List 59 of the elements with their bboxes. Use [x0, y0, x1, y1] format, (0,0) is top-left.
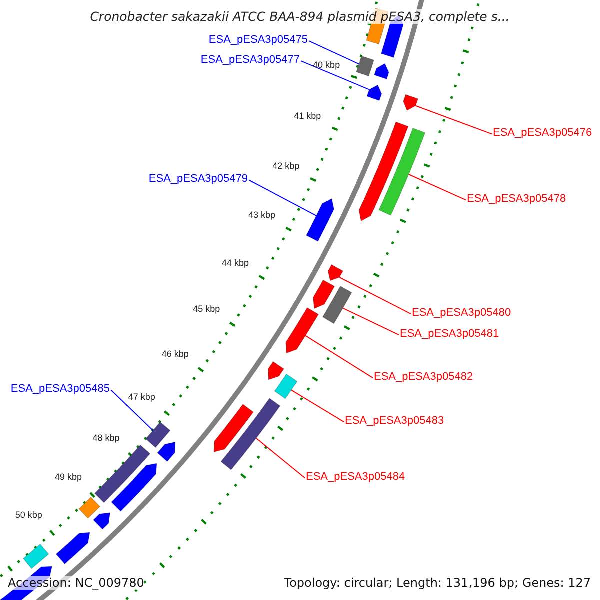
gene-segment — [286, 308, 319, 354]
gene-segment — [313, 280, 335, 310]
gene-label: ESA_pESA3p05481 — [400, 328, 500, 341]
genome-summary: Topology: circular; Length: 131,196 bp; Genes: 127 — [284, 576, 591, 590]
scale-label: 44 kbp — [222, 258, 250, 270]
gene-segment — [111, 463, 158, 512]
scale-label: 46 kbp — [162, 348, 189, 360]
leader-line — [248, 180, 317, 216]
scale-label: 50 kbp — [15, 510, 42, 521]
gene-segment — [306, 198, 334, 242]
gene-segment — [23, 544, 50, 570]
scale-label: 49 kbp — [55, 472, 82, 484]
gene-label: ESA_pESA3p05478 — [467, 193, 566, 206]
accession-note: Accession: NC_009780 — [8, 576, 144, 590]
gene-segment — [214, 404, 254, 452]
gene-segment — [378, 128, 426, 216]
leader-line — [290, 390, 344, 423]
gene-label: ESA_pESA3p05484 — [306, 471, 406, 484]
gene-segment — [366, 84, 382, 102]
scale-label: 45 kbp — [193, 304, 220, 316]
gene-label: ESA_pESA3p05477 — [200, 54, 300, 67]
gene-segment — [403, 94, 418, 112]
gene-label: ESA_pESA3p05483 — [345, 415, 444, 428]
gene-label: ESA_pESA3p05479 — [148, 173, 248, 186]
gene-label: ESA_pESA3p05476 — [493, 127, 592, 140]
gene-segment — [93, 512, 111, 530]
gene-segment — [56, 532, 90, 565]
scale-label: 41 kbp — [294, 111, 322, 122]
gene-segment — [274, 374, 298, 400]
leader-line — [342, 308, 400, 336]
scale-label: 40 kbp — [313, 60, 340, 72]
scale-label: 48 kbp — [92, 433, 120, 444]
gene-label: ESA_pESA3p05475 — [208, 34, 308, 47]
gene-segment — [356, 56, 374, 77]
gene-segment — [220, 398, 280, 470]
leader-line — [110, 390, 154, 432]
gene-segment — [78, 496, 100, 519]
diagram-title: Cronobacter sakazakii ATCC BAA-894 plasmid pESA3, complete s... — [90, 9, 510, 24]
leader-line — [308, 40, 360, 65]
gene-segment — [268, 361, 284, 380]
gene-segment — [146, 422, 171, 448]
gene-segment — [358, 122, 409, 222]
leader-line — [415, 105, 492, 135]
gene-segment — [94, 444, 150, 504]
gene-label: ESA_pESA3p05485 — [10, 383, 110, 396]
leader-line — [408, 174, 466, 201]
gene-segment — [157, 442, 176, 462]
leader-line — [300, 60, 370, 90]
gene-segment — [328, 264, 344, 282]
leader-line — [256, 438, 306, 479]
gene-label: ESA_pESA3p05482 — [374, 371, 474, 384]
gene-segment — [322, 286, 352, 324]
leader-line — [339, 277, 412, 315]
scale-label: 43 kbp — [248, 210, 276, 222]
scale-label: 47 kbp — [128, 392, 156, 403]
scale-label: 42 kbp — [272, 161, 300, 172]
gene-label: ESA_pESA3p05480 — [412, 307, 512, 320]
leader-line — [305, 335, 374, 379]
gene-segment — [374, 63, 390, 80]
